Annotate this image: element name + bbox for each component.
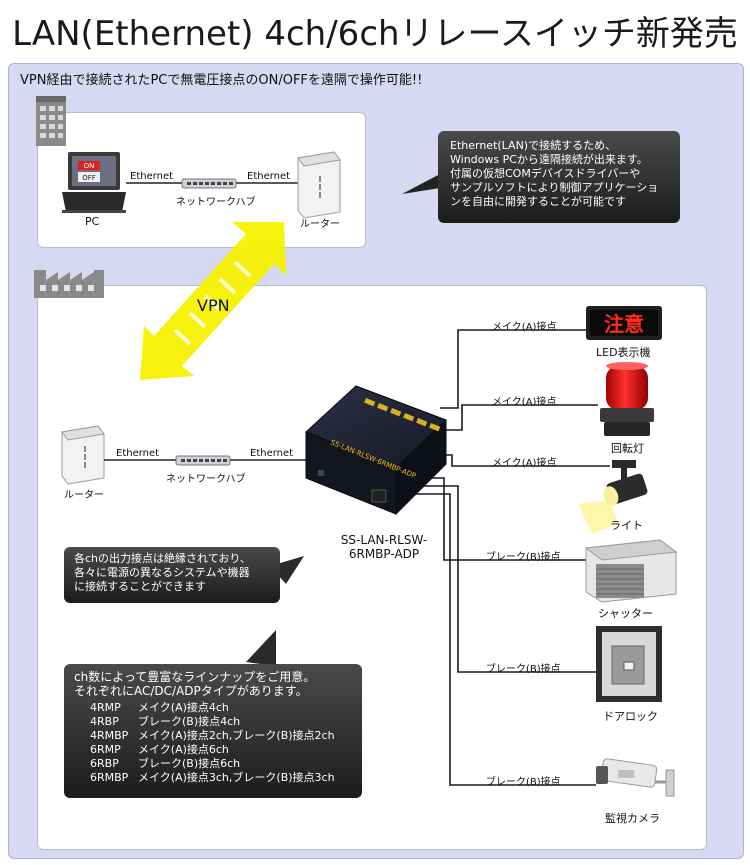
- lineup-row: 6RMP メイク(A)接点6ch: [74, 743, 352, 757]
- lineup-callout: ch数によって豊富なラインナップをご用意。 それぞれにAC/DC/ADPタイプが…: [64, 664, 362, 798]
- device-name-line2: 6RMBP-ADP: [348, 547, 420, 561]
- callout-line: 各chの出力接点は絶縁されており、: [74, 552, 251, 565]
- vpn-label: VPN: [197, 296, 230, 315]
- device-name-line1: SS-LAN-RLSW-: [340, 533, 428, 547]
- lineup-row: 4RBP ブレーク(B)接点4ch: [74, 715, 352, 729]
- lineup-row: 4RMBP メイク(A)接点2ch,ブレーク(B)接点2ch: [74, 729, 352, 743]
- lineup-desc: メイク(A)接点4ch: [138, 701, 229, 714]
- bottom-hub-label: ネットワークハブ: [166, 474, 246, 485]
- lineup-row: 6RMBP メイク(A)接点3ch,ブレーク(B)接点3ch: [74, 771, 352, 785]
- lineup-desc: ブレーク(B)接点4ch: [138, 715, 241, 728]
- pc-laptop-icon: [62, 152, 126, 213]
- device-label-shutter: シャッター: [598, 607, 653, 620]
- office-building-icon: [36, 96, 66, 146]
- callout-pointer-top: [402, 174, 440, 194]
- contact-label-camera: ブレーク(B)接点: [486, 777, 561, 788]
- top-router-label: ルーター: [300, 219, 340, 230]
- top-router-icon: [297, 151, 341, 219]
- top-hub-label: ネットワークハブ: [176, 197, 256, 208]
- callout-line: Ethernet(LAN)で接続するため、: [450, 139, 617, 152]
- page-title: LAN(Ethernet) 4ch/6chリレースイッチ新発売: [12, 14, 738, 54]
- bottom-ethernet-right-label: Ethernet: [250, 448, 294, 459]
- lineup-desc: メイク(A)接点6ch: [138, 743, 229, 756]
- lineup-heading: それぞれにAC/DC/ADPタイプがあります。: [74, 684, 308, 698]
- callout-line: 各々に電源の異なるシステムや機器: [74, 566, 250, 579]
- lineup-model: 6RMP: [90, 743, 121, 756]
- lineup-heading: ch数によって豊富なラインナップをご用意。: [74, 670, 316, 684]
- lineup-model: 4RMBP: [90, 729, 129, 742]
- callout-line: サンプルソフトにより制御アプリケーショ: [450, 181, 659, 194]
- subtitle: VPN経由で接続されたPCで無電圧接点のON/OFFを遠隔で操作可能!!: [20, 73, 423, 88]
- contact-label-light: メイク(A)接点: [492, 458, 557, 469]
- callout-pointer-isolation: [270, 556, 304, 584]
- lineup-row: 6RBP ブレーク(B)接点6ch: [74, 757, 352, 771]
- bottom-router-icon: [61, 425, 105, 485]
- device-label-led: LED表示機: [596, 346, 651, 359]
- lineup-desc: メイク(A)接点2ch,ブレーク(B)接点2ch: [138, 729, 335, 742]
- led-sign-text: 注意: [604, 312, 644, 336]
- output-wires: [408, 329, 610, 786]
- device-label-light: ライト: [610, 519, 643, 532]
- top-ethernet-right-label: Ethernet: [247, 171, 291, 182]
- lineup-desc: ブレーク(B)接点6ch: [138, 757, 241, 770]
- device-label-camera: 監視カメラ: [605, 812, 660, 825]
- bottom-ethernet-left-label: Ethernet: [116, 448, 160, 459]
- contact-label-shutter: ブレーク(B)接点: [486, 552, 561, 563]
- led-sign-icon: [586, 306, 662, 340]
- lineup-desc: メイク(A)接点3ch,ブレーク(B)接点3ch: [138, 771, 335, 784]
- pc-off-label: OFF: [82, 174, 96, 182]
- vpn-arrow-icon: [140, 222, 286, 380]
- callout-line: Windows PCから遠隔接続が出来ます。: [450, 153, 648, 166]
- isolation-callout: 各chの出力接点は絶縁されており、 各々に電源の異なるシステムや機器 に接続する…: [64, 547, 280, 603]
- relay-switch-device: [305, 385, 447, 516]
- callout-line: に接続することができます: [74, 580, 206, 593]
- shutter-garage-icon: [584, 539, 678, 603]
- pc-label: PC: [85, 215, 100, 228]
- contact-label-beacon: メイク(A)接点: [492, 397, 557, 408]
- lineup-model: 4RBP: [90, 715, 119, 728]
- callout-line: 付属の仮想COMデバイスドライバーや: [450, 167, 641, 180]
- ethernet-info-callout: Ethernet(LAN)で接続するため、 Windows PCから遠隔接続が出…: [438, 131, 680, 223]
- device-label-beacon: 回転灯: [611, 442, 644, 455]
- top-hub-icon: [181, 178, 237, 189]
- lineup-model: 6RMBP: [90, 771, 129, 784]
- bottom-router-label: ルーター: [64, 490, 104, 501]
- beacon-icon: [600, 362, 654, 436]
- lineup-row: 4RMP メイク(A)接点4ch: [74, 701, 352, 715]
- lineup-model: 6RBP: [90, 757, 119, 770]
- spotlight-icon: [578, 460, 648, 534]
- lineup-model: 4RMP: [90, 701, 121, 714]
- security-camera-icon: [596, 758, 675, 797]
- pc-on-label: ON: [84, 162, 95, 170]
- factory-icon: [34, 270, 104, 298]
- contact-label-led: メイク(A)接点: [492, 322, 557, 333]
- bottom-hub-icon: [175, 455, 231, 466]
- contact-label-doorlock: ブレーク(B)接点: [486, 664, 561, 675]
- callout-pointer-lineup: [246, 630, 276, 666]
- door-lock-icon: [596, 626, 662, 702]
- device-label-doorlock: ドアロック: [603, 710, 658, 723]
- top-ethernet-left-label: Ethernet: [130, 171, 174, 182]
- callout-line: ンを自由に開発することが可能です: [450, 195, 626, 208]
